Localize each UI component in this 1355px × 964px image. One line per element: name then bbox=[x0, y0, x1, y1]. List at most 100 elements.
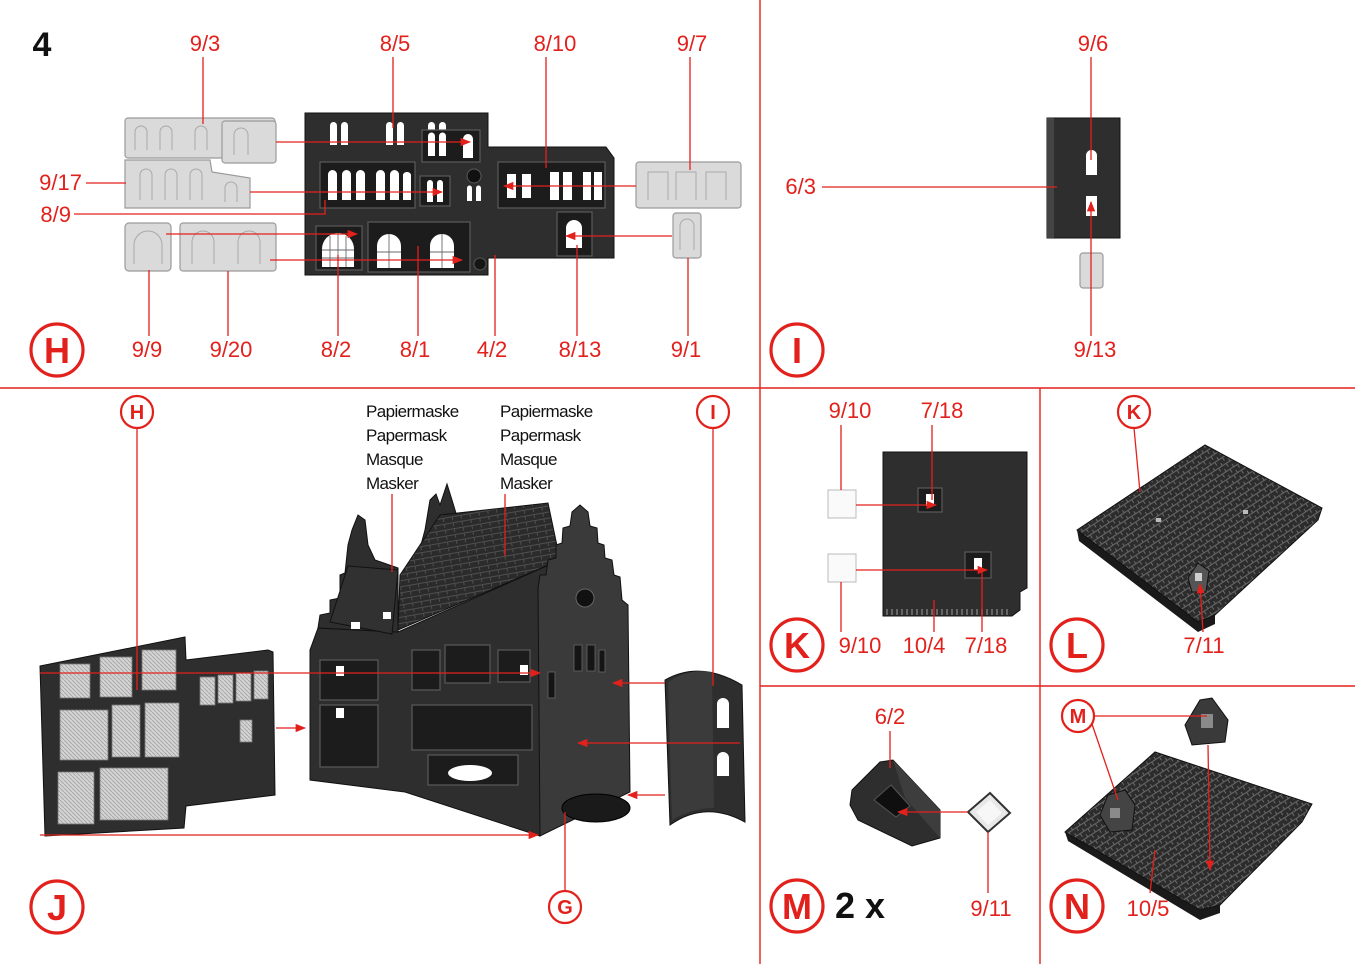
mask-note-line: Masque bbox=[366, 450, 423, 469]
step-marker-letter: J bbox=[47, 887, 67, 928]
mask-note-line: Masker bbox=[366, 474, 419, 493]
window-insert-9-1 bbox=[673, 213, 701, 258]
step-marker-i: I bbox=[771, 324, 823, 376]
insert-sheet bbox=[673, 213, 701, 258]
roof-surface bbox=[1065, 752, 1312, 910]
window-insert-9-3 bbox=[125, 118, 276, 163]
roof-surface bbox=[1077, 445, 1322, 622]
mask-note-line: Papermask bbox=[366, 426, 448, 445]
part-label: 8/1 bbox=[400, 337, 431, 362]
mask-note-right: Papiermaske Papermask Masque Masker bbox=[500, 402, 593, 493]
mask-note-line: Masque bbox=[500, 450, 557, 469]
step-k-panel: 9/10 7/18 9/10 10/4 7/18 K bbox=[771, 398, 1027, 671]
part-label: 9/11 bbox=[970, 896, 1011, 921]
ref-marker-letter: G bbox=[557, 897, 573, 919]
window-opening bbox=[974, 558, 982, 570]
front-wall-4-2 bbox=[305, 113, 614, 275]
window-wall-assembly bbox=[40, 637, 275, 836]
step-marker-letter: L bbox=[1066, 625, 1088, 666]
window-insert-9-11 bbox=[968, 793, 1010, 832]
tower-inner bbox=[668, 671, 714, 820]
roof-plate bbox=[1077, 445, 1322, 632]
part-label: 7/18 bbox=[921, 398, 964, 423]
step-l-panel: 7/11 K L bbox=[1051, 396, 1322, 671]
window-opening bbox=[336, 708, 344, 718]
quantity-label: 2 x bbox=[835, 885, 885, 926]
wall-panel bbox=[1047, 118, 1120, 238]
step-m-panel: 6/2 9/11 2 x M bbox=[771, 704, 1012, 932]
insert-sheet bbox=[180, 223, 276, 271]
part-label: 8/5 bbox=[380, 31, 411, 56]
mask-note-line: Papiermaske bbox=[366, 402, 459, 421]
step-marker-letter: H bbox=[44, 330, 70, 371]
ref-marker-m: M bbox=[1062, 700, 1094, 732]
part-label: 9/17 bbox=[39, 170, 82, 195]
part-label: 9/6 bbox=[1078, 31, 1109, 56]
part-label: 10/4 bbox=[903, 633, 946, 658]
building-body bbox=[310, 484, 630, 836]
step-marker-letter: M bbox=[782, 886, 812, 927]
part-label: 9/7 bbox=[677, 31, 708, 56]
ref-marker-g: G bbox=[549, 891, 581, 923]
part-label: 9/10 bbox=[829, 398, 872, 423]
wall-10-4 bbox=[883, 452, 1027, 616]
room-opening bbox=[320, 660, 378, 700]
step-i-panel: 9/6 6/3 9/13 I bbox=[771, 31, 1120, 376]
step-marker-j: J bbox=[31, 881, 83, 933]
wall-edge bbox=[1047, 118, 1054, 238]
part-label: 9/10 bbox=[839, 633, 882, 658]
dormer-opening bbox=[1110, 808, 1120, 818]
step-h-panel: 9/3 8/5 8/10 9/7 9/17 8/9 9/9 9/20 8/2 8… bbox=[31, 31, 741, 376]
part-label: 4/2 bbox=[477, 337, 508, 362]
window-insert-9-7 bbox=[636, 162, 741, 208]
part-label: 9/20 bbox=[210, 337, 253, 362]
step-marker-k: K bbox=[771, 619, 823, 671]
tower-wall-6-3 bbox=[1047, 118, 1120, 238]
roof-hole bbox=[1156, 518, 1161, 522]
insert-sheet bbox=[125, 223, 171, 271]
room-opening bbox=[412, 705, 532, 750]
part-label: 7/18 bbox=[965, 633, 1008, 658]
chimney-opening bbox=[1195, 573, 1202, 581]
round-window bbox=[474, 258, 486, 270]
wall-panel bbox=[883, 452, 1027, 616]
step-marker-m: M bbox=[771, 880, 823, 932]
insert-sheet bbox=[125, 160, 250, 208]
room-opening bbox=[412, 650, 440, 690]
step-j-panel: Papiermaske Papermask Masque Masker Papi… bbox=[31, 396, 745, 933]
roof-hole bbox=[1243, 510, 1248, 514]
part-label: 9/3 bbox=[190, 31, 221, 56]
window-opening bbox=[383, 612, 391, 619]
mask-note-line: Papiermaske bbox=[500, 402, 593, 421]
step-marker-n: N bbox=[1051, 880, 1103, 932]
part-label: 8/13 bbox=[559, 337, 602, 362]
dormer-6-2 bbox=[850, 760, 940, 846]
ref-marker-letter: H bbox=[130, 402, 144, 424]
step-marker-l: L bbox=[1051, 619, 1103, 671]
room-opening bbox=[445, 645, 490, 683]
page-number: 4 bbox=[33, 26, 52, 64]
insert-sheet bbox=[222, 121, 276, 163]
window-opening-8-13 bbox=[566, 220, 582, 248]
floor-opening bbox=[448, 765, 492, 781]
dormer-floating bbox=[1185, 698, 1228, 745]
window-opening bbox=[336, 666, 344, 676]
window-insert-9-10 bbox=[828, 554, 856, 582]
step-marker-letter: I bbox=[792, 330, 802, 371]
window-opening bbox=[351, 622, 360, 629]
step-marker-letter: N bbox=[1064, 886, 1090, 927]
room-opening bbox=[320, 705, 378, 767]
window-insert-9-10 bbox=[828, 490, 856, 518]
ref-marker-letter: M bbox=[1070, 706, 1087, 728]
part-label: 9/13 bbox=[1074, 337, 1117, 362]
part-label: 8/9 bbox=[40, 202, 71, 227]
ref-marker-letter: I bbox=[710, 402, 716, 424]
part-label: 9/1 bbox=[671, 337, 702, 362]
ref-marker-i: I bbox=[697, 396, 729, 428]
round-window bbox=[576, 589, 594, 607]
step-n-panel: 10/5 M N bbox=[1051, 698, 1312, 932]
window-insert-9-20 bbox=[180, 223, 276, 271]
window-insert-9-9 bbox=[125, 223, 171, 271]
mask-note-line: Papermask bbox=[500, 426, 582, 445]
insert-sheet bbox=[636, 162, 741, 208]
